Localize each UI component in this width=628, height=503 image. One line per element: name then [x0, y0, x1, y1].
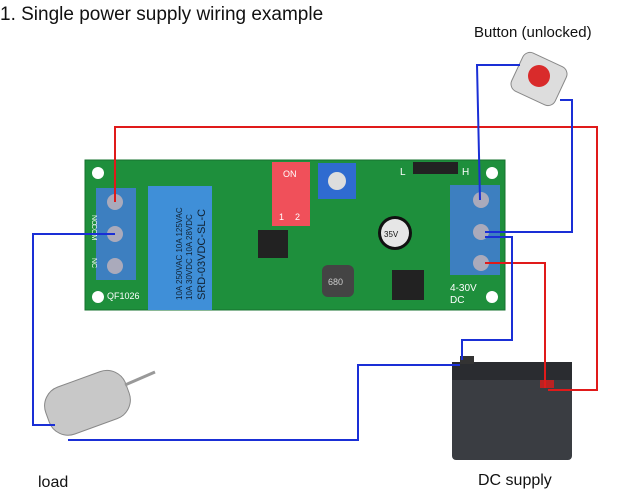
- relay: [148, 186, 212, 310]
- inductor-label: 680: [328, 277, 343, 287]
- jumper-l: L: [400, 167, 406, 178]
- button-wire-1: [475, 64, 520, 201]
- terminal-no: NO: [90, 215, 97, 226]
- dip-2-label: 2: [295, 212, 300, 222]
- jumper: [413, 162, 458, 174]
- wires: [32, 64, 598, 441]
- push-button: [510, 51, 568, 107]
- dip-switch: [272, 162, 310, 226]
- voltage-unit: DC: [450, 295, 464, 306]
- positive-wire-no: [114, 126, 598, 391]
- jumper-h: H: [462, 167, 469, 178]
- chip-u2: [258, 230, 288, 258]
- inductor: [322, 265, 354, 297]
- voltage-label: 4-30V: [450, 283, 477, 294]
- relay-rating-2: 10A 30VDC 10A 28VDC: [185, 214, 194, 300]
- button-label: Button (unlocked): [474, 24, 592, 41]
- terminal-nc: NC: [90, 258, 97, 268]
- dip-on-label: ON: [283, 169, 297, 179]
- relay-rating-1: 10A 250VAC 10A 125VAC: [175, 207, 184, 300]
- motor-load: [44, 369, 156, 436]
- relay-board: SRD-03VDC-SL-C 10A 250VAC 10A 125VAC 10A…: [84, 159, 506, 311]
- load-wire-negative: [68, 364, 460, 441]
- capacitor-label: 35V: [384, 230, 399, 239]
- button-wire-2: [485, 99, 573, 233]
- terminal-com: COM: [90, 224, 97, 241]
- dc-supply-label: DC supply: [478, 472, 552, 489]
- load-wire-com: [32, 233, 115, 426]
- load-label: load: [38, 474, 69, 491]
- diagram-title: 1. Single power supply wiring example: [0, 4, 324, 25]
- chip-u1: [392, 270, 424, 300]
- battery: [452, 356, 572, 460]
- relay-model: SRD-03VDC-SL-C: [196, 209, 208, 300]
- negative-wire-in: [461, 236, 513, 360]
- board-model: QF1026: [107, 291, 140, 301]
- positive-wire-in: [485, 262, 546, 388]
- dip-1-label: 1: [279, 212, 284, 222]
